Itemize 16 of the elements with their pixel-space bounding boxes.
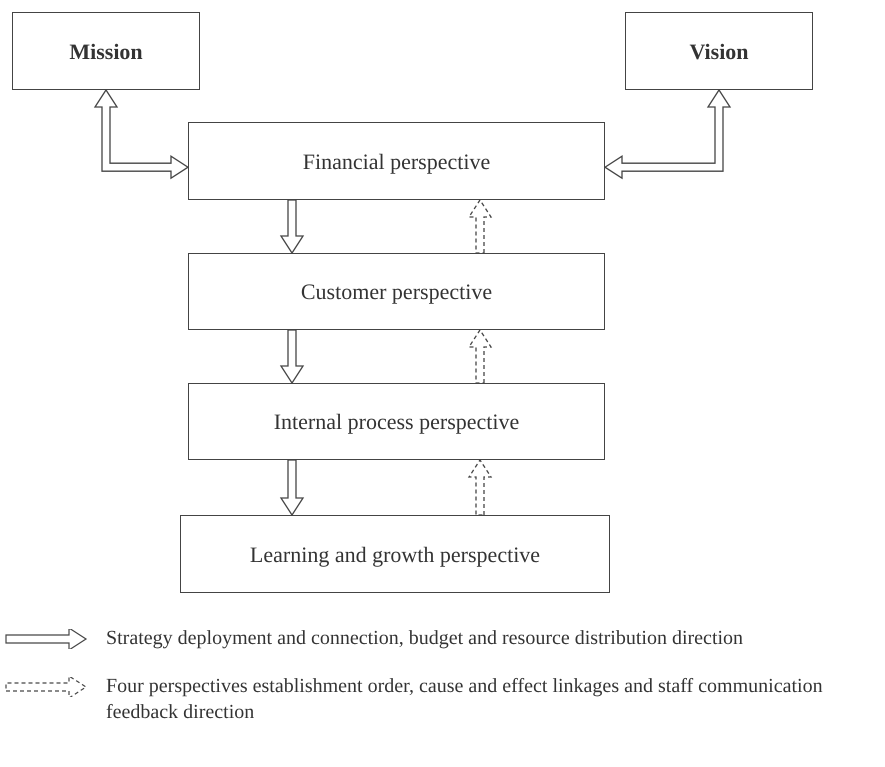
process-box: Customer perspective — [188, 253, 605, 330]
block-arrow — [468, 198, 492, 254]
block-arrow — [280, 199, 304, 254]
process-box: Mission — [12, 12, 200, 90]
block-arrow — [94, 88, 190, 180]
process-box: Vision — [625, 12, 813, 90]
block-arrow — [468, 328, 492, 384]
legend-text: Four perspectives establishment order, cause and effect linkages and staff communication feedback direction — [106, 674, 824, 725]
process-box: Financial perspective — [188, 122, 605, 200]
process-box: Internal process perspective — [188, 383, 605, 460]
process-box: Learning and growth perspective — [180, 515, 610, 593]
block-arrow — [468, 458, 492, 516]
block-arrow — [280, 329, 304, 384]
block-arrow — [604, 88, 732, 180]
block-arrow — [280, 459, 304, 516]
legend-text: Strategy deployment and connection, budget and resource distribution direction — [106, 626, 744, 651]
